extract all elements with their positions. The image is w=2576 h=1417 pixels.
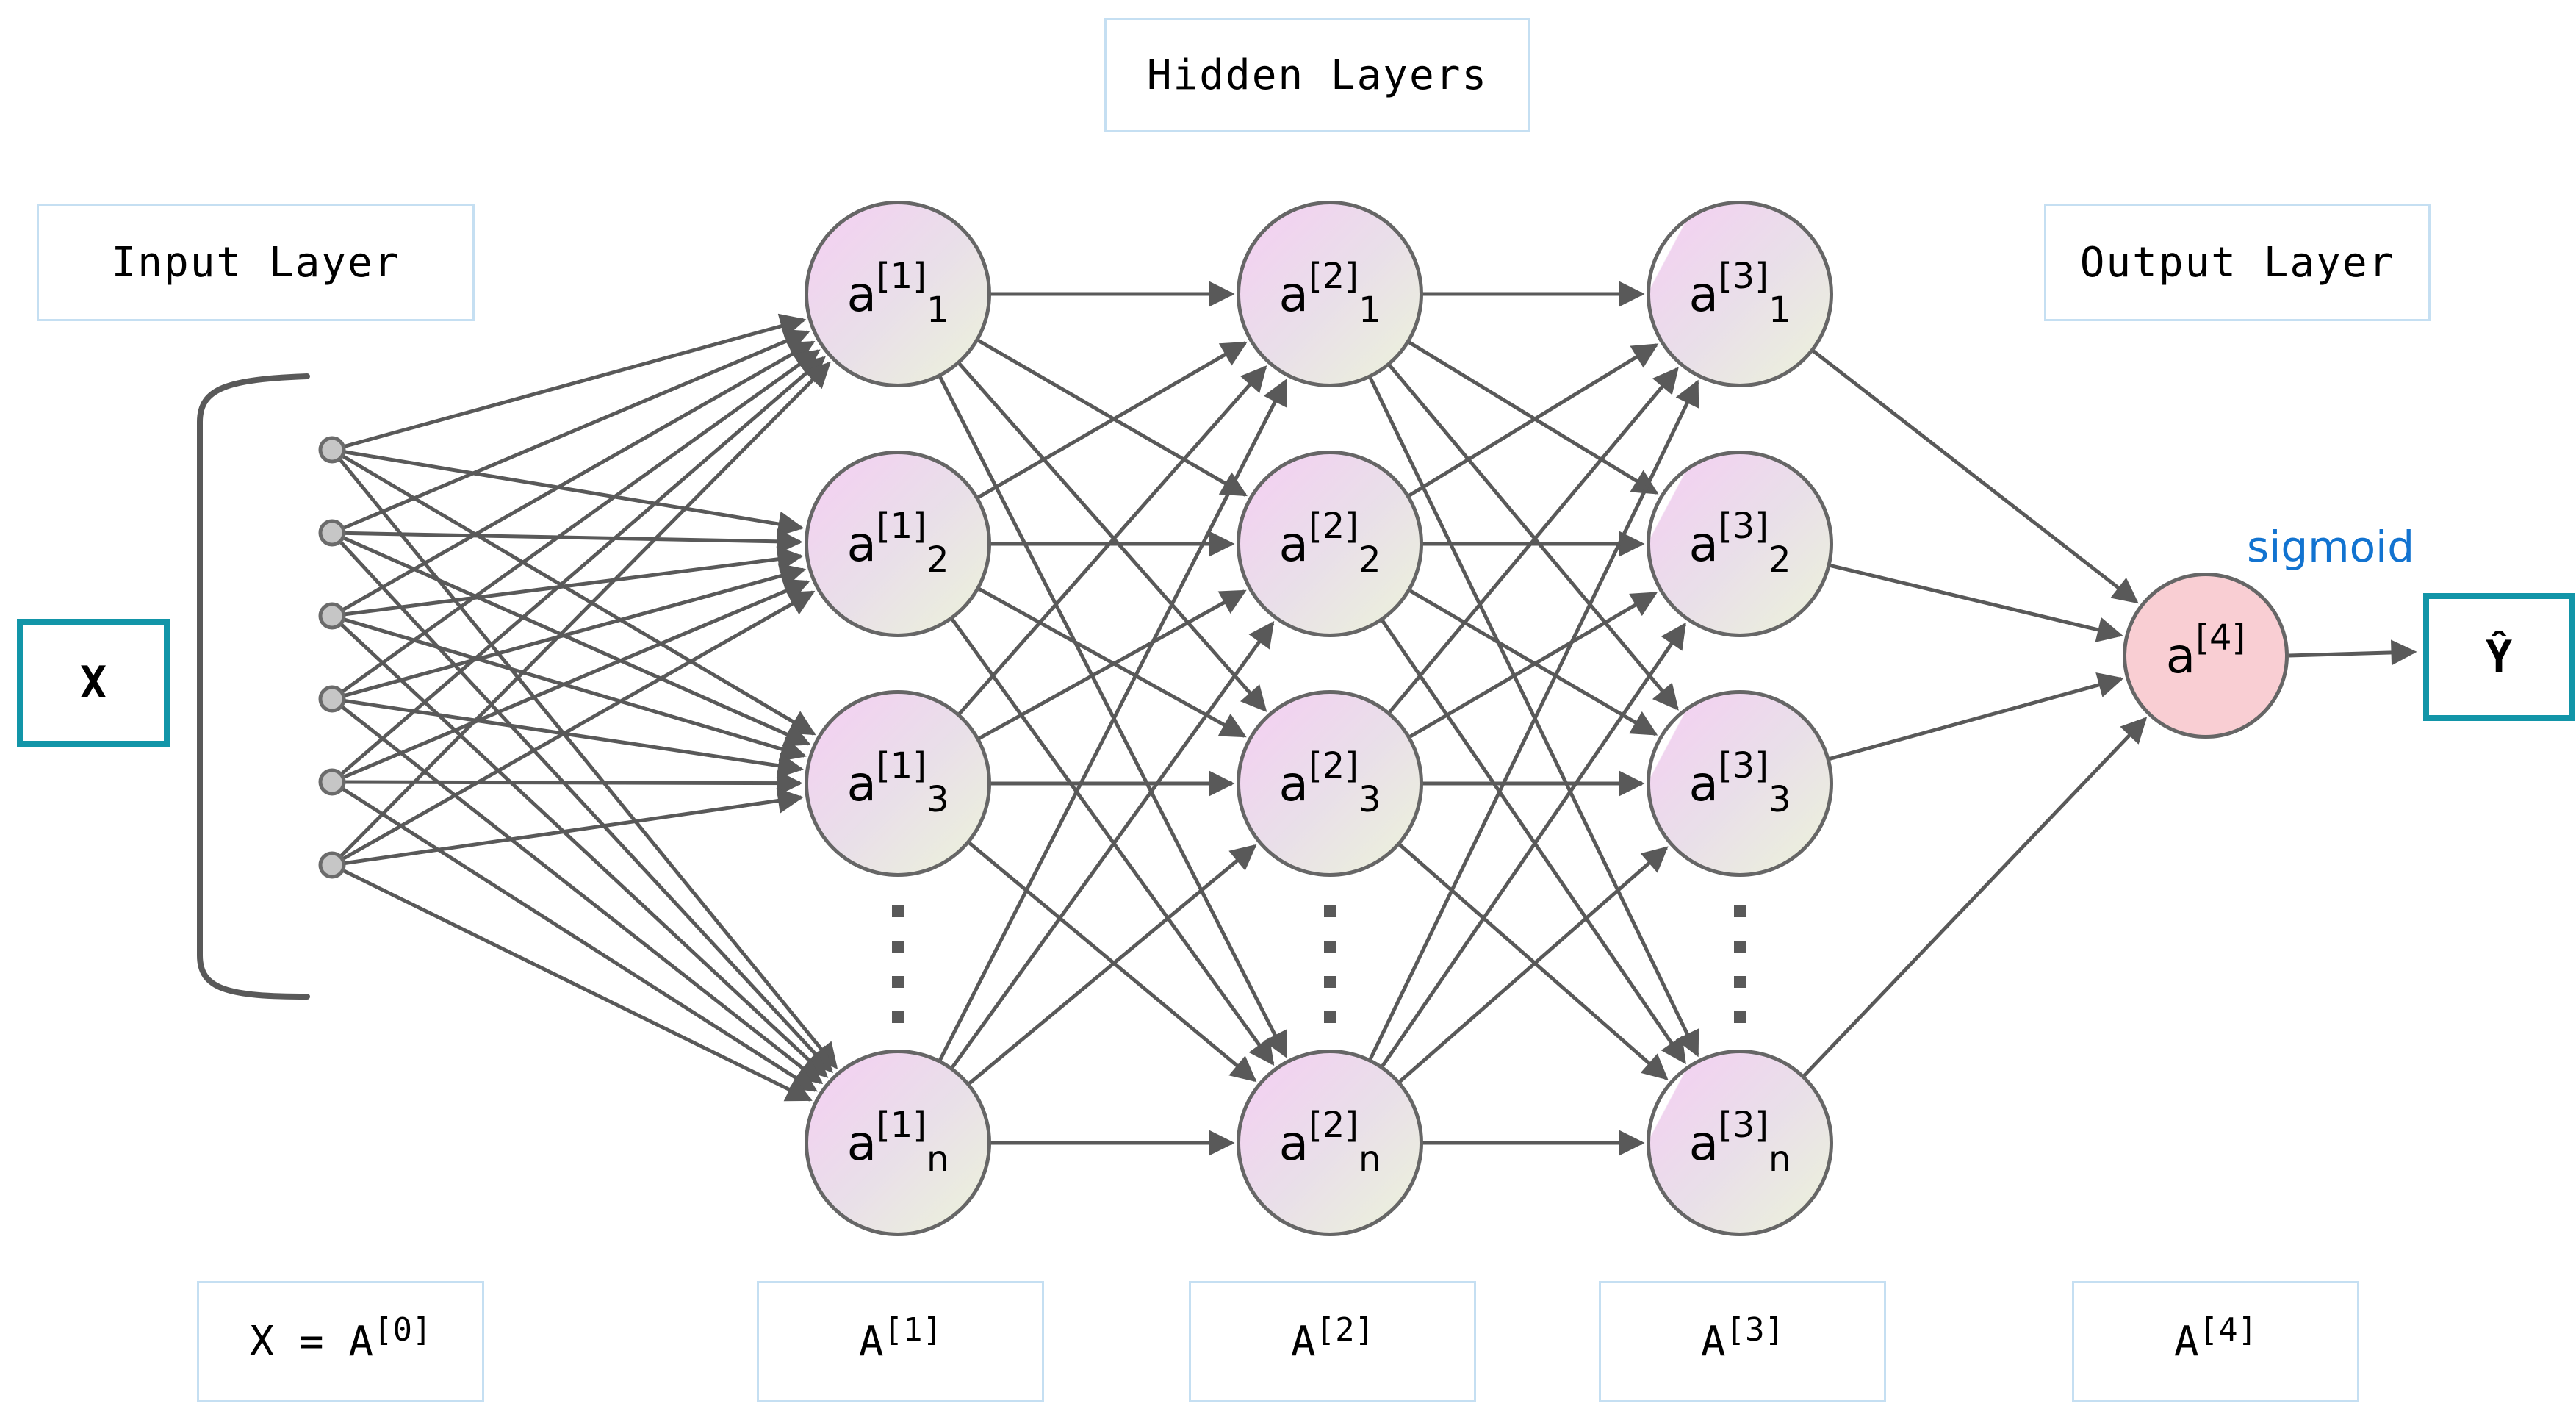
bottom-label-base: X = A <box>249 1318 374 1366</box>
bottom-label-box-2: A[2] <box>1189 1281 1476 1402</box>
hidden-layers-title-box: Hidden Layers <box>1104 18 1530 132</box>
node-label-sup: [1] <box>876 506 927 547</box>
node-label-base: a <box>846 265 877 323</box>
node-label-base: a <box>1688 515 1719 573</box>
input-layer-title: Input Layer <box>111 238 400 287</box>
ellipsis-dots <box>892 905 1746 1023</box>
sigmoid-activation-label: sigmoid <box>2247 522 2415 572</box>
hidden-node-1-1: a[1]1 <box>805 201 991 387</box>
node-label-sup: [3] <box>1718 506 1769 547</box>
x-input-label: X <box>79 657 107 708</box>
node-label-base: a <box>1278 515 1309 573</box>
node-label-base: a <box>1278 1114 1309 1172</box>
node-label-base: a <box>846 755 877 812</box>
node-label-sub: n <box>1359 1138 1381 1180</box>
bottom-label-base: A <box>1290 1318 1316 1366</box>
node-label-sup: [2] <box>1308 506 1359 547</box>
node-label-sub: n <box>1769 1138 1791 1180</box>
hidden-node-2-2: a[2]2 <box>1237 451 1423 637</box>
bottom-label-base: A <box>858 1318 884 1366</box>
node-label-sup: [2] <box>1308 256 1359 297</box>
node-label-base: a <box>2165 627 2196 684</box>
bottom-label-sup: [4] <box>2198 1311 2258 1349</box>
node-label-sup: [2] <box>1308 745 1359 786</box>
hidden-layers-title: Hidden Layers <box>1146 51 1489 99</box>
hidden-node-2-n: a[2]n <box>1237 1050 1423 1236</box>
output-layer-title-box: Output Layer <box>2044 204 2431 321</box>
bottom-label-sup: [2] <box>1315 1311 1375 1349</box>
node-label-base: a <box>1688 265 1719 323</box>
node-label-sup: [1] <box>876 256 927 297</box>
node-label-sup: [2] <box>1309 1105 1359 1146</box>
bottom-label-box-3: A[3] <box>1599 1281 1886 1402</box>
bottom-label-box-4: A[4] <box>2072 1281 2359 1402</box>
node-label-sup: [3] <box>1719 1105 1769 1146</box>
hidden-node-1-n: a[1]n <box>805 1050 991 1236</box>
node-label-base: a <box>1688 1114 1719 1172</box>
y-hat-output-box: Ŷ <box>2423 593 2575 721</box>
node-label-sub: 2 <box>926 539 949 581</box>
node-label-base: a <box>846 1114 877 1172</box>
node-label-sup: [3] <box>1718 745 1769 786</box>
hidden-node-3-1: a[3]1 <box>1647 201 1833 387</box>
node-label-sub: 1 <box>1358 290 1381 331</box>
bottom-label-sup: [0] <box>373 1311 432 1349</box>
input-dots <box>318 436 346 879</box>
node-label-base: a <box>1688 755 1719 812</box>
node-label-sup: [1] <box>876 745 927 786</box>
hidden-node-1-2: a[1]2 <box>805 451 991 637</box>
hidden-node-1-3: a[1]3 <box>805 690 991 877</box>
y-hat-label: Ŷ <box>2485 631 2513 683</box>
x-input-box: X <box>17 619 170 747</box>
bottom-label-box-0: X = A[0] <box>197 1281 484 1402</box>
node-label-sup: [3] <box>1718 256 1769 297</box>
node-label-sub: 3 <box>1358 779 1381 820</box>
input-bracket <box>197 373 310 1000</box>
hidden-node-2-3: a[2]3 <box>1237 690 1423 877</box>
node-label-sup: [4] <box>2195 617 2246 659</box>
output-layer-title: Output Layer <box>2079 238 2395 287</box>
node-label-sup: [1] <box>877 1105 927 1146</box>
hidden-node-3-2: a[3]2 <box>1647 451 1833 637</box>
node-label-sub: 1 <box>926 290 949 331</box>
connection-lines <box>331 281 2417 1156</box>
bottom-label-sup: [3] <box>1725 1311 1785 1349</box>
node-label-sub: n <box>927 1138 949 1180</box>
bottom-label-base: A <box>1700 1318 1726 1366</box>
hidden-node-2-1: a[2]1 <box>1237 201 1423 387</box>
output-node-a4: a[4] <box>2123 573 2289 739</box>
node-label-sub: 2 <box>1358 539 1381 581</box>
node-label-sub: 2 <box>1768 539 1791 581</box>
node-label-sub: 3 <box>1768 779 1791 820</box>
node-label-base: a <box>1278 755 1309 812</box>
node-label-sub: 1 <box>1768 290 1791 331</box>
input-layer-title-box: Input Layer <box>37 204 475 321</box>
node-label-sub: 3 <box>926 779 949 820</box>
bottom-label-base: A <box>2173 1318 2199 1366</box>
bottom-label-box-1: A[1] <box>757 1281 1044 1402</box>
bottom-label-sup: [1] <box>883 1311 943 1349</box>
hidden-node-3-n: a[3]n <box>1647 1050 1833 1236</box>
node-label-base: a <box>1278 265 1309 323</box>
node-label-base: a <box>846 515 877 573</box>
hidden-node-3-3: a[3]3 <box>1647 690 1833 877</box>
